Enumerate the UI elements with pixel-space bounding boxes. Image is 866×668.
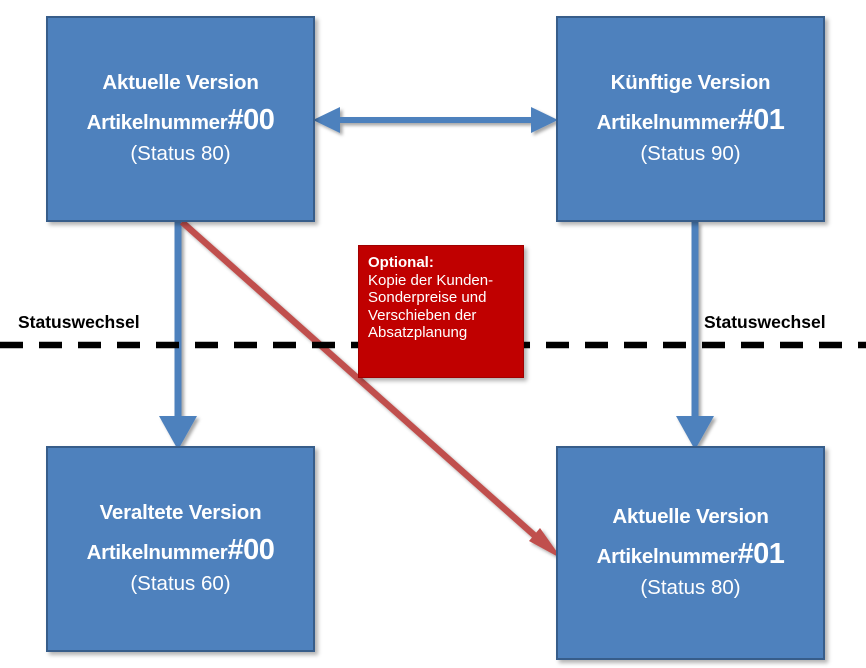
node-future-version-01[interactable]: Künftige Version Artikelnummer #01 (Stat… [556, 16, 825, 222]
note-optional-heading: Optional: [368, 254, 434, 271]
node-status: (Status 60) [130, 572, 231, 596]
node-article-number-label: Artikelnummer [86, 110, 228, 134]
note-optional[interactable]: Optional: Kopie der Kunden- Sonderpreise… [358, 245, 524, 378]
node-status: (Status 90) [640, 142, 741, 166]
note-optional-line-1: Kopie der Kunden- [368, 271, 494, 289]
note-optional-line-4: Absatzplanung [368, 324, 468, 342]
note-optional-line-3: Verschieben der [368, 306, 477, 324]
node-article-number-value: #01 [737, 103, 785, 136]
node-current-version-01[interactable]: Aktuelle Version Artikelnummer #01 (Stat… [556, 446, 825, 660]
node-status: (Status 80) [640, 576, 741, 600]
node-article-number: Artikelnummer #01 [597, 538, 785, 570]
status-change-label-left: Statuswechsel [18, 312, 140, 332]
node-title: Künftige Version [610, 70, 771, 94]
node-article-number-label: Artikelnummer [596, 110, 738, 134]
node-current-version-00[interactable]: Aktuelle Version Artikelnummer #00 (Stat… [46, 16, 315, 222]
node-article-number: Artikelnummer #00 [87, 104, 275, 136]
connector-left-down [159, 222, 197, 450]
status-change-label-right: Statuswechsel [704, 312, 826, 332]
connector-top-bidirectional [313, 107, 558, 133]
connector-right-down [676, 222, 714, 450]
node-article-number-label: Artikelnummer [86, 540, 228, 564]
node-article-number-value: #01 [737, 537, 785, 570]
node-article-number: Artikelnummer #01 [597, 104, 785, 136]
node-status: (Status 80) [130, 142, 231, 166]
node-article-number: Artikelnummer #00 [87, 534, 275, 566]
node-title: Veraltete Version [99, 500, 262, 524]
node-obsolete-version-00[interactable]: Veraltete Version Artikelnummer #00 (Sta… [46, 446, 315, 652]
node-title: Aktuelle Version [102, 70, 259, 94]
node-article-number-value: #00 [227, 103, 275, 136]
note-optional-line-2: Sonderpreise und [368, 289, 487, 307]
node-article-number-label: Artikelnummer [596, 544, 738, 568]
node-title: Aktuelle Version [612, 504, 769, 528]
node-article-number-value: #00 [227, 533, 275, 566]
